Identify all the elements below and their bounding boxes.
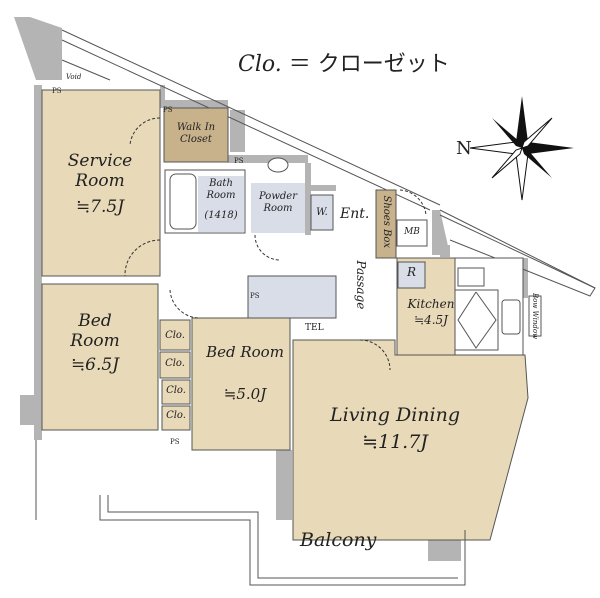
ps-label: PS <box>163 106 173 114</box>
bed-room-1-name: Bed Room <box>70 311 120 351</box>
kitchen-island <box>454 289 499 351</box>
bath-room-floor <box>198 176 244 232</box>
refrigerator-label: R <box>406 265 417 279</box>
living-dining-size: ≒11.7J <box>362 431 428 453</box>
washer-label: W. <box>316 207 328 218</box>
meter-box-label: MB <box>404 227 420 237</box>
walk-in-closet-name: Walk In Closet <box>176 122 216 145</box>
closets <box>159 319 191 431</box>
closet-label: Clo. <box>165 330 185 341</box>
bed-room-2-name: Bed Room <box>206 343 284 361</box>
ps-label: PS <box>170 438 180 446</box>
powder-room-name: Powder Room <box>258 191 297 214</box>
refrigerator-space <box>397 261 426 289</box>
bath-room-name: Bath Room <box>206 178 236 201</box>
bed-room-2-floor <box>191 317 291 451</box>
shoes-box-label: Shoes Box <box>380 195 392 249</box>
void-label: Void <box>66 73 82 81</box>
door-swings <box>124 117 427 371</box>
legend-abbr: Clo. <box>238 52 282 77</box>
washer-space <box>310 194 334 231</box>
entrance-label: Ent. <box>340 206 370 222</box>
ps-label: PS <box>250 292 260 300</box>
balcony-label: Balcony <box>300 529 377 551</box>
ps-label: PS <box>52 87 62 95</box>
legend-meaning: クローゼット <box>317 52 450 77</box>
balcony-outline <box>35 440 466 586</box>
stove-icon <box>457 267 485 287</box>
legend-equals: ＝ <box>288 52 311 77</box>
bed-room-1-size: ≒6.5J <box>70 355 120 375</box>
legend: Clo. ＝ クローゼット <box>238 52 450 77</box>
toilet-room-floor <box>247 275 337 319</box>
bathtub <box>169 173 197 230</box>
passage-label: Passage <box>353 260 368 310</box>
sink-icon <box>267 157 289 173</box>
tel-label: TEL <box>305 323 324 333</box>
closet-label: Clo. <box>166 385 186 396</box>
compass-icon <box>469 96 574 201</box>
bath-room-size: (1418) <box>204 210 238 221</box>
walk-in-closet-floor <box>163 107 229 163</box>
closet-label: Clo. <box>165 358 185 369</box>
meter-box <box>396 219 428 247</box>
north-label: N <box>456 138 472 159</box>
service-room-floor <box>41 89 161 277</box>
service-room-name: Service Room <box>67 151 133 191</box>
kitchen-name: Kitchen <box>407 297 455 311</box>
powder-room-floor <box>251 183 305 233</box>
kitchen-sink-icon <box>501 299 521 335</box>
shoes-box-floor <box>375 189 397 259</box>
bow-window-label: Bow Window <box>531 292 540 340</box>
ps-label: PS <box>234 157 244 165</box>
kitchen-size: ≒4.5J <box>414 313 448 327</box>
living-dining-name: Living Dining <box>330 404 460 426</box>
service-room-size: ≒7.5J <box>75 197 125 217</box>
bed-room-1-floor <box>41 283 159 431</box>
bed-room-2-size: ≒5.0J <box>223 385 267 403</box>
closet-label: Clo. <box>166 410 186 421</box>
living-dining-floor <box>292 339 529 541</box>
